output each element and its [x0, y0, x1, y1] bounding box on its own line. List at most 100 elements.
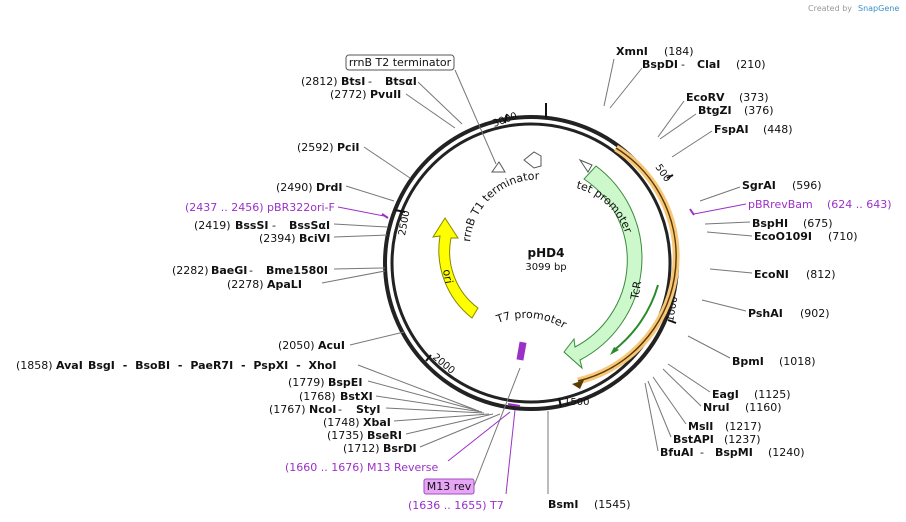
- site-pshai-pos: (902): [800, 307, 830, 320]
- t7-promoter-shape[interactable]: [516, 341, 527, 361]
- site-btsi-sep: -: [368, 75, 372, 88]
- site-avai-isoschizomers[interactable]: BsgI - BsoBI - PaeR7I - PspXI - XhoI: [88, 359, 336, 372]
- site-fspai-pos: (448): [763, 123, 793, 136]
- site-msli[interactable]: MslI: [688, 420, 713, 433]
- site-sgrai-pos: (596): [792, 179, 822, 192]
- site-btsi[interactable]: BtsI: [341, 75, 365, 88]
- site-ncoi-sep: -: [338, 403, 342, 416]
- site-bsssi[interactable]: BssSI: [235, 219, 269, 232]
- site-bfuai[interactable]: BfuAI: [660, 446, 694, 459]
- site-drdi[interactable]: DrdI: [316, 181, 343, 194]
- site-bspei-pos: (1779): [288, 376, 325, 389]
- site-nrui[interactable]: NruI: [703, 401, 730, 414]
- tick-2000-mark: [425, 354, 432, 362]
- site-avai[interactable]: AvaI: [56, 359, 83, 372]
- rrnb-t2-leader: [454, 69, 497, 165]
- site-ecorv[interactable]: EcoRV: [686, 91, 725, 104]
- site-eagi-pos: (1125): [754, 388, 791, 401]
- site-bspmi[interactable]: BspMI: [715, 446, 753, 459]
- site-bseri[interactable]: BseRI: [367, 429, 402, 442]
- site-pcii-pos: (2592): [297, 141, 334, 154]
- site-btsai[interactable]: BtsαI: [385, 75, 417, 88]
- site-xmni-pos: (184): [664, 45, 694, 58]
- site-acui[interactable]: AcuI: [318, 339, 345, 352]
- site-ecorv-pos: (373): [739, 91, 769, 104]
- site-bsrdi[interactable]: BsrDI: [383, 442, 417, 455]
- ori-feature[interactable]: [431, 217, 479, 319]
- green-strand-arc: [612, 284, 659, 352]
- backbone-inner-ring: [390, 122, 672, 404]
- ori-label: ori: [440, 268, 455, 284]
- site-apali-pos: (2278): [227, 278, 264, 291]
- m13-rev-label: M13 rev: [427, 480, 472, 493]
- site-bspdi[interactable]: BspDI: [642, 58, 678, 71]
- m13-rev-box[interactable]: [423, 478, 475, 495]
- site-bsmi[interactable]: BsmI: [548, 498, 579, 511]
- site-pvuii[interactable]: PvuII: [370, 88, 401, 101]
- site-bfuai-sep: -: [700, 446, 704, 459]
- site-bcivi-pos: (2394): [259, 232, 296, 245]
- site-ncoi-pos: (1767): [269, 403, 306, 416]
- site-btsi-pos: (2812): [301, 75, 338, 88]
- tcr-feature[interactable]: [563, 165, 643, 370]
- site-ecoo109i[interactable]: EcoO109I: [754, 230, 812, 243]
- site-baegi-pos: (2282): [172, 264, 209, 277]
- site-bstapi-pos: (1237): [724, 433, 761, 446]
- site-msli-pos: (1217): [725, 420, 762, 433]
- plasmid-name: pHD4: [528, 246, 565, 260]
- site-bcivi[interactable]: BciVI: [299, 232, 330, 245]
- site-bspdi-sep: -: [681, 58, 685, 71]
- site-clai[interactable]: ClaI: [697, 58, 720, 71]
- site-sgrai[interactable]: SgrAI: [742, 179, 776, 192]
- site-xmni[interactable]: XmnI: [616, 45, 648, 58]
- site-bme1580i[interactable]: Bme1580I: [266, 264, 328, 277]
- snapgene-brand: SnapGene: [858, 4, 899, 13]
- site-xbai[interactable]: XbaI: [363, 416, 391, 429]
- site-pshai[interactable]: PshAI: [748, 307, 783, 320]
- primer-pbrrev-pos: (624 .. 643): [827, 198, 892, 211]
- tet-promoter-shape[interactable]: [578, 158, 593, 173]
- site-baegi[interactable]: BaeGI: [211, 264, 247, 277]
- site-bsssi-pos: (2419): [194, 219, 231, 232]
- site-pvuii-pos: (2772): [330, 88, 367, 101]
- site-bstxi[interactable]: BstXI: [340, 390, 373, 403]
- tcr-label: TcR: [628, 280, 644, 302]
- site-bspei[interactable]: BspEI: [328, 376, 362, 389]
- credit-text: Created by: [808, 4, 852, 13]
- site-bsphi[interactable]: BspHI: [752, 217, 788, 230]
- site-econi[interactable]: EcoNI: [754, 268, 789, 281]
- site-xbai-pos: (1748): [323, 416, 360, 429]
- rrnb-t1-label: rrnB T1 terminator: [460, 169, 540, 242]
- site-fspai[interactable]: FspAI: [714, 123, 749, 136]
- site-bsssai[interactable]: BssSαI: [289, 219, 330, 232]
- left-enzyme-sites: (2812) BtsI - BtsαI (2772) PvuII (2592) …: [16, 75, 516, 512]
- site-bsssi-sep: -: [272, 219, 276, 232]
- site-eagi[interactable]: EagI: [712, 388, 739, 401]
- m13-rev-leader: [473, 367, 521, 487]
- site-bpmi-pos: (1018): [779, 355, 816, 368]
- site-btgzi-pos: (376): [744, 104, 774, 117]
- site-ncoi[interactable]: NcoI: [309, 403, 336, 416]
- primer-t7[interactable]: (1636 .. 1655) T7: [408, 499, 504, 512]
- site-ecoo109i-pos: (710): [828, 230, 858, 243]
- rrnb-t2-terminator-shape[interactable]: [491, 161, 506, 173]
- site-bfuai-pos: (1240): [768, 446, 805, 459]
- site-btgzi[interactable]: BtgZI: [698, 104, 732, 117]
- site-nrui-pos: (1160): [745, 401, 782, 414]
- tick-2500-mark: [394, 209, 406, 213]
- site-styi[interactable]: StyI: [356, 403, 380, 416]
- pbr322-marker: [381, 213, 389, 219]
- site-pcii[interactable]: PciI: [337, 141, 359, 154]
- rrnb-t2-box[interactable]: [345, 54, 455, 71]
- site-bsrdi-pos: (1712): [343, 442, 380, 455]
- primer-pbrrev[interactable]: pBRrevBam: [748, 198, 813, 211]
- rrnb-t1-terminator-shape[interactable]: [523, 151, 542, 169]
- site-bstapi[interactable]: BstAPI: [673, 433, 714, 446]
- tick-500-mark: [666, 174, 674, 179]
- site-bpmi[interactable]: BpmI: [732, 355, 764, 368]
- primer-m13-reverse[interactable]: (1660 .. 1676) M13 Reverse: [285, 461, 438, 474]
- site-apali[interactable]: ApaLI: [267, 278, 302, 291]
- primer-pbr322ori-f[interactable]: (2437 .. 2456) pBR322ori-F: [185, 201, 335, 214]
